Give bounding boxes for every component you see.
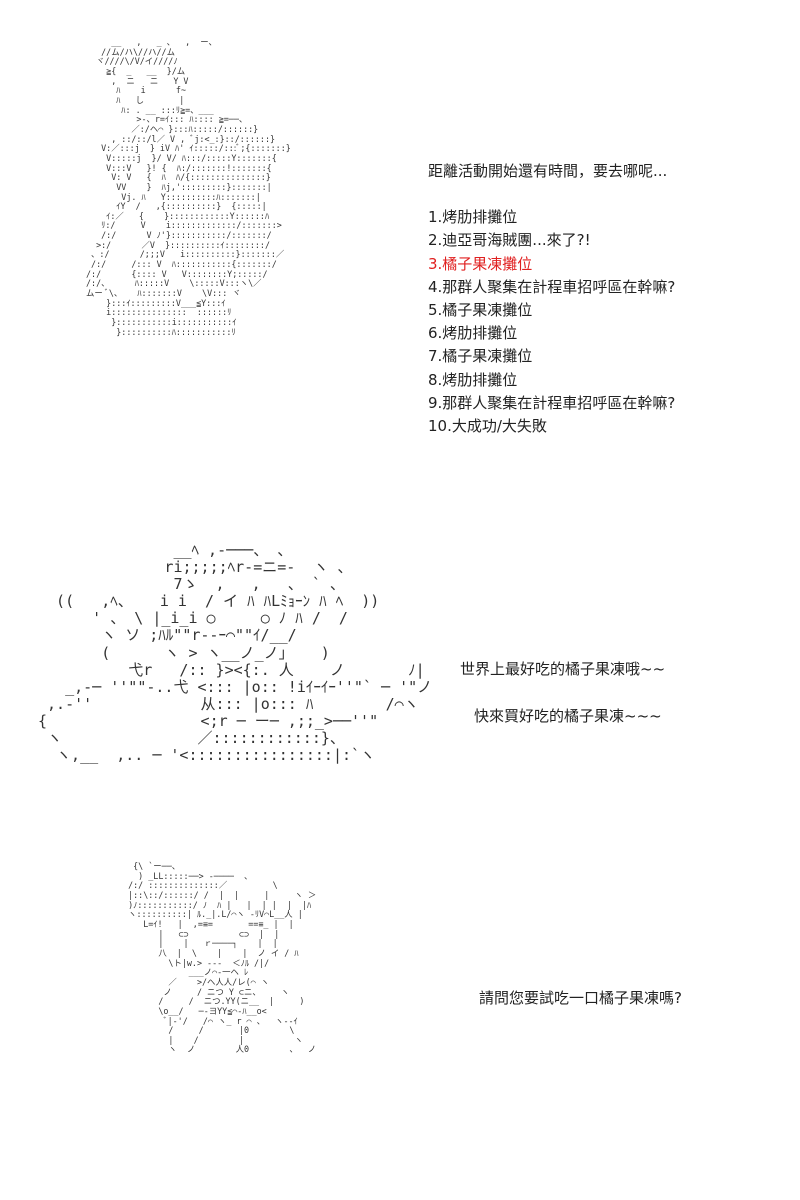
choice-item: 9.那群人聚集在計程車招呼區在幹嘛? [428, 393, 676, 412]
choice-item: 8.烤肋排攤位 [428, 370, 518, 389]
choice-item: 5.橘子果凍攤位 [428, 301, 533, 320]
choice-item-selected: 3.橘子果凍攤位 [428, 254, 533, 273]
dialogue-line-1: 世界上最好吃的橘子果凍哦~~ [460, 660, 666, 678]
choice-list: 1.烤肋排攤位 2.迪亞哥海賊團...來了?! 3.橘子果凍攤位 4.那群人聚集… [428, 206, 675, 438]
ascii-art-character-1: __ , _ 、 , ー、 //ム/ハ\//ハ//ム ヾ////\/V/イ///… [86, 37, 291, 337]
choice-item: 7.橘子果凍攤位 [428, 347, 533, 366]
choice-menu: 距離活動開始還有時間，要去哪呢... 1.烤肋排攤位 2.迪亞哥海賊團...來了… [428, 160, 675, 438]
ascii-art-character-3: {\ `ー──、 ) _LL:::::──> -──── 、 /:/ :::::… [128, 861, 317, 1055]
choice-item: 4.那群人聚集在計程車招呼區在幹嘛? [428, 277, 676, 296]
choice-item: 1.烤肋排攤位 [428, 208, 518, 227]
choice-item: 10.大成功/大失敗 [428, 417, 547, 436]
ascii-art-character-2: __ﾍ ,-───、 、 ri;;;;;ﾍr-=ニ=- ヽ 、 7ゝ , , 、… [38, 541, 433, 765]
choice-item: 2.迪亞哥海賊團...來了?! [428, 231, 591, 250]
dialogue-line-2: 快來買好吃的橘子果凍~~~ [474, 707, 662, 725]
choice-item: 6.烤肋排攤位 [428, 324, 518, 343]
dialogue-line-3: 請問您要試吃一口橘子果凍嗎? [479, 989, 682, 1007]
menu-intro: 距離活動開始還有時間，要去哪呢... [428, 162, 668, 180]
